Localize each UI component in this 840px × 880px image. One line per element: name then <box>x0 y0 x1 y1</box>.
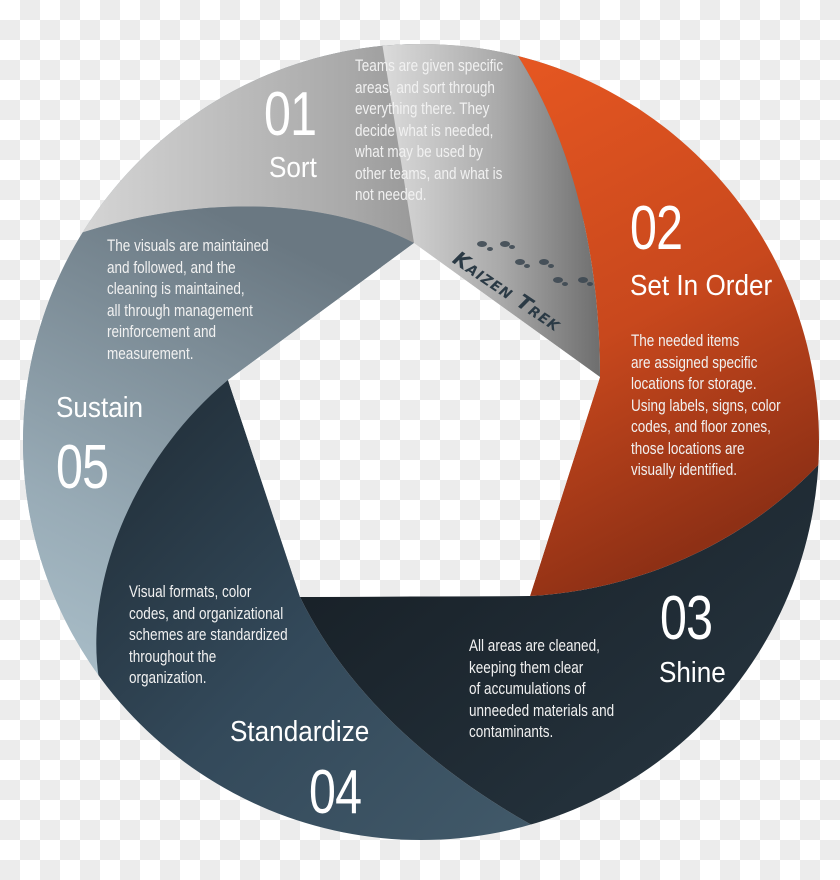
desc-line: not needed. <box>355 186 427 204</box>
step-01-description: Teams are given specific areas, and sort… <box>355 56 503 207</box>
desc-line: keeping them clear <box>469 658 584 677</box>
step-05-number: 05 <box>56 433 109 502</box>
desc-line: what may be used by <box>355 143 483 161</box>
desc-line: Visual formats, color <box>129 583 252 601</box>
desc-line: those locations are <box>631 439 745 458</box>
desc-line: of accumulations of <box>469 680 586 698</box>
center-pentagon <box>228 243 600 597</box>
step-04-description: Visual formats, color codes, and organiz… <box>129 582 288 690</box>
desc-line: The needed items <box>631 332 740 350</box>
step-03-description: All areas are cleaned, keeping them clea… <box>469 636 614 744</box>
desc-line: organization. <box>129 669 207 687</box>
segment-sustain-blade <box>23 206 414 840</box>
desc-line: All areas are cleaned, <box>469 637 600 655</box>
step-02-number: 02 <box>630 194 683 263</box>
step-01-title: Sort <box>269 152 317 184</box>
step-02-description: The needed items are assigned specific l… <box>631 331 781 482</box>
desc-line: Using labels, signs, color <box>631 396 781 415</box>
desc-line: all through management <box>107 301 253 320</box>
desc-line: decide what is needed, <box>355 121 494 140</box>
desc-line: contaminants. <box>469 723 554 741</box>
desc-line: unneeded materials and <box>469 701 615 720</box>
desc-line: areas, and sort through <box>355 78 495 97</box>
step-03-title: Shine <box>659 657 726 689</box>
desc-line: are assigned specific <box>631 353 758 372</box>
desc-line: throughout the <box>129 647 217 666</box>
desc-line: locations for storage. <box>631 375 757 393</box>
segment-standardize <box>96 380 560 840</box>
desc-line: Teams are given specific <box>355 57 504 75</box>
desc-line: reinforcement and <box>107 323 217 341</box>
desc-line: visually identified. <box>631 461 738 479</box>
desc-line: and followed, and the <box>107 258 236 277</box>
desc-line: The visuals are maintained <box>107 237 269 255</box>
step-04-number: 04 <box>309 758 362 827</box>
step-03-number: 03 <box>660 584 713 653</box>
footprints-icon <box>477 241 593 286</box>
desc-line: everything there. They <box>355 100 490 118</box>
desc-line: other teams, and what is <box>355 164 503 183</box>
desc-line: codes, and organizational <box>129 604 284 623</box>
step-04-title: Standardize <box>230 716 370 748</box>
step-05-description: The visuals are maintained and followed,… <box>107 236 269 365</box>
step-02-title: Set In Order <box>630 270 773 302</box>
segment-sort-edge <box>380 44 600 377</box>
step-05-title: Sustain <box>56 392 144 424</box>
desc-line: codes, and floor zones, <box>631 418 771 436</box>
step-01-number: 01 <box>264 80 317 149</box>
desc-line: measurement. <box>107 344 194 363</box>
desc-line: schemes are standardized <box>129 626 288 644</box>
desc-line: cleaning is maintained, <box>107 280 245 298</box>
